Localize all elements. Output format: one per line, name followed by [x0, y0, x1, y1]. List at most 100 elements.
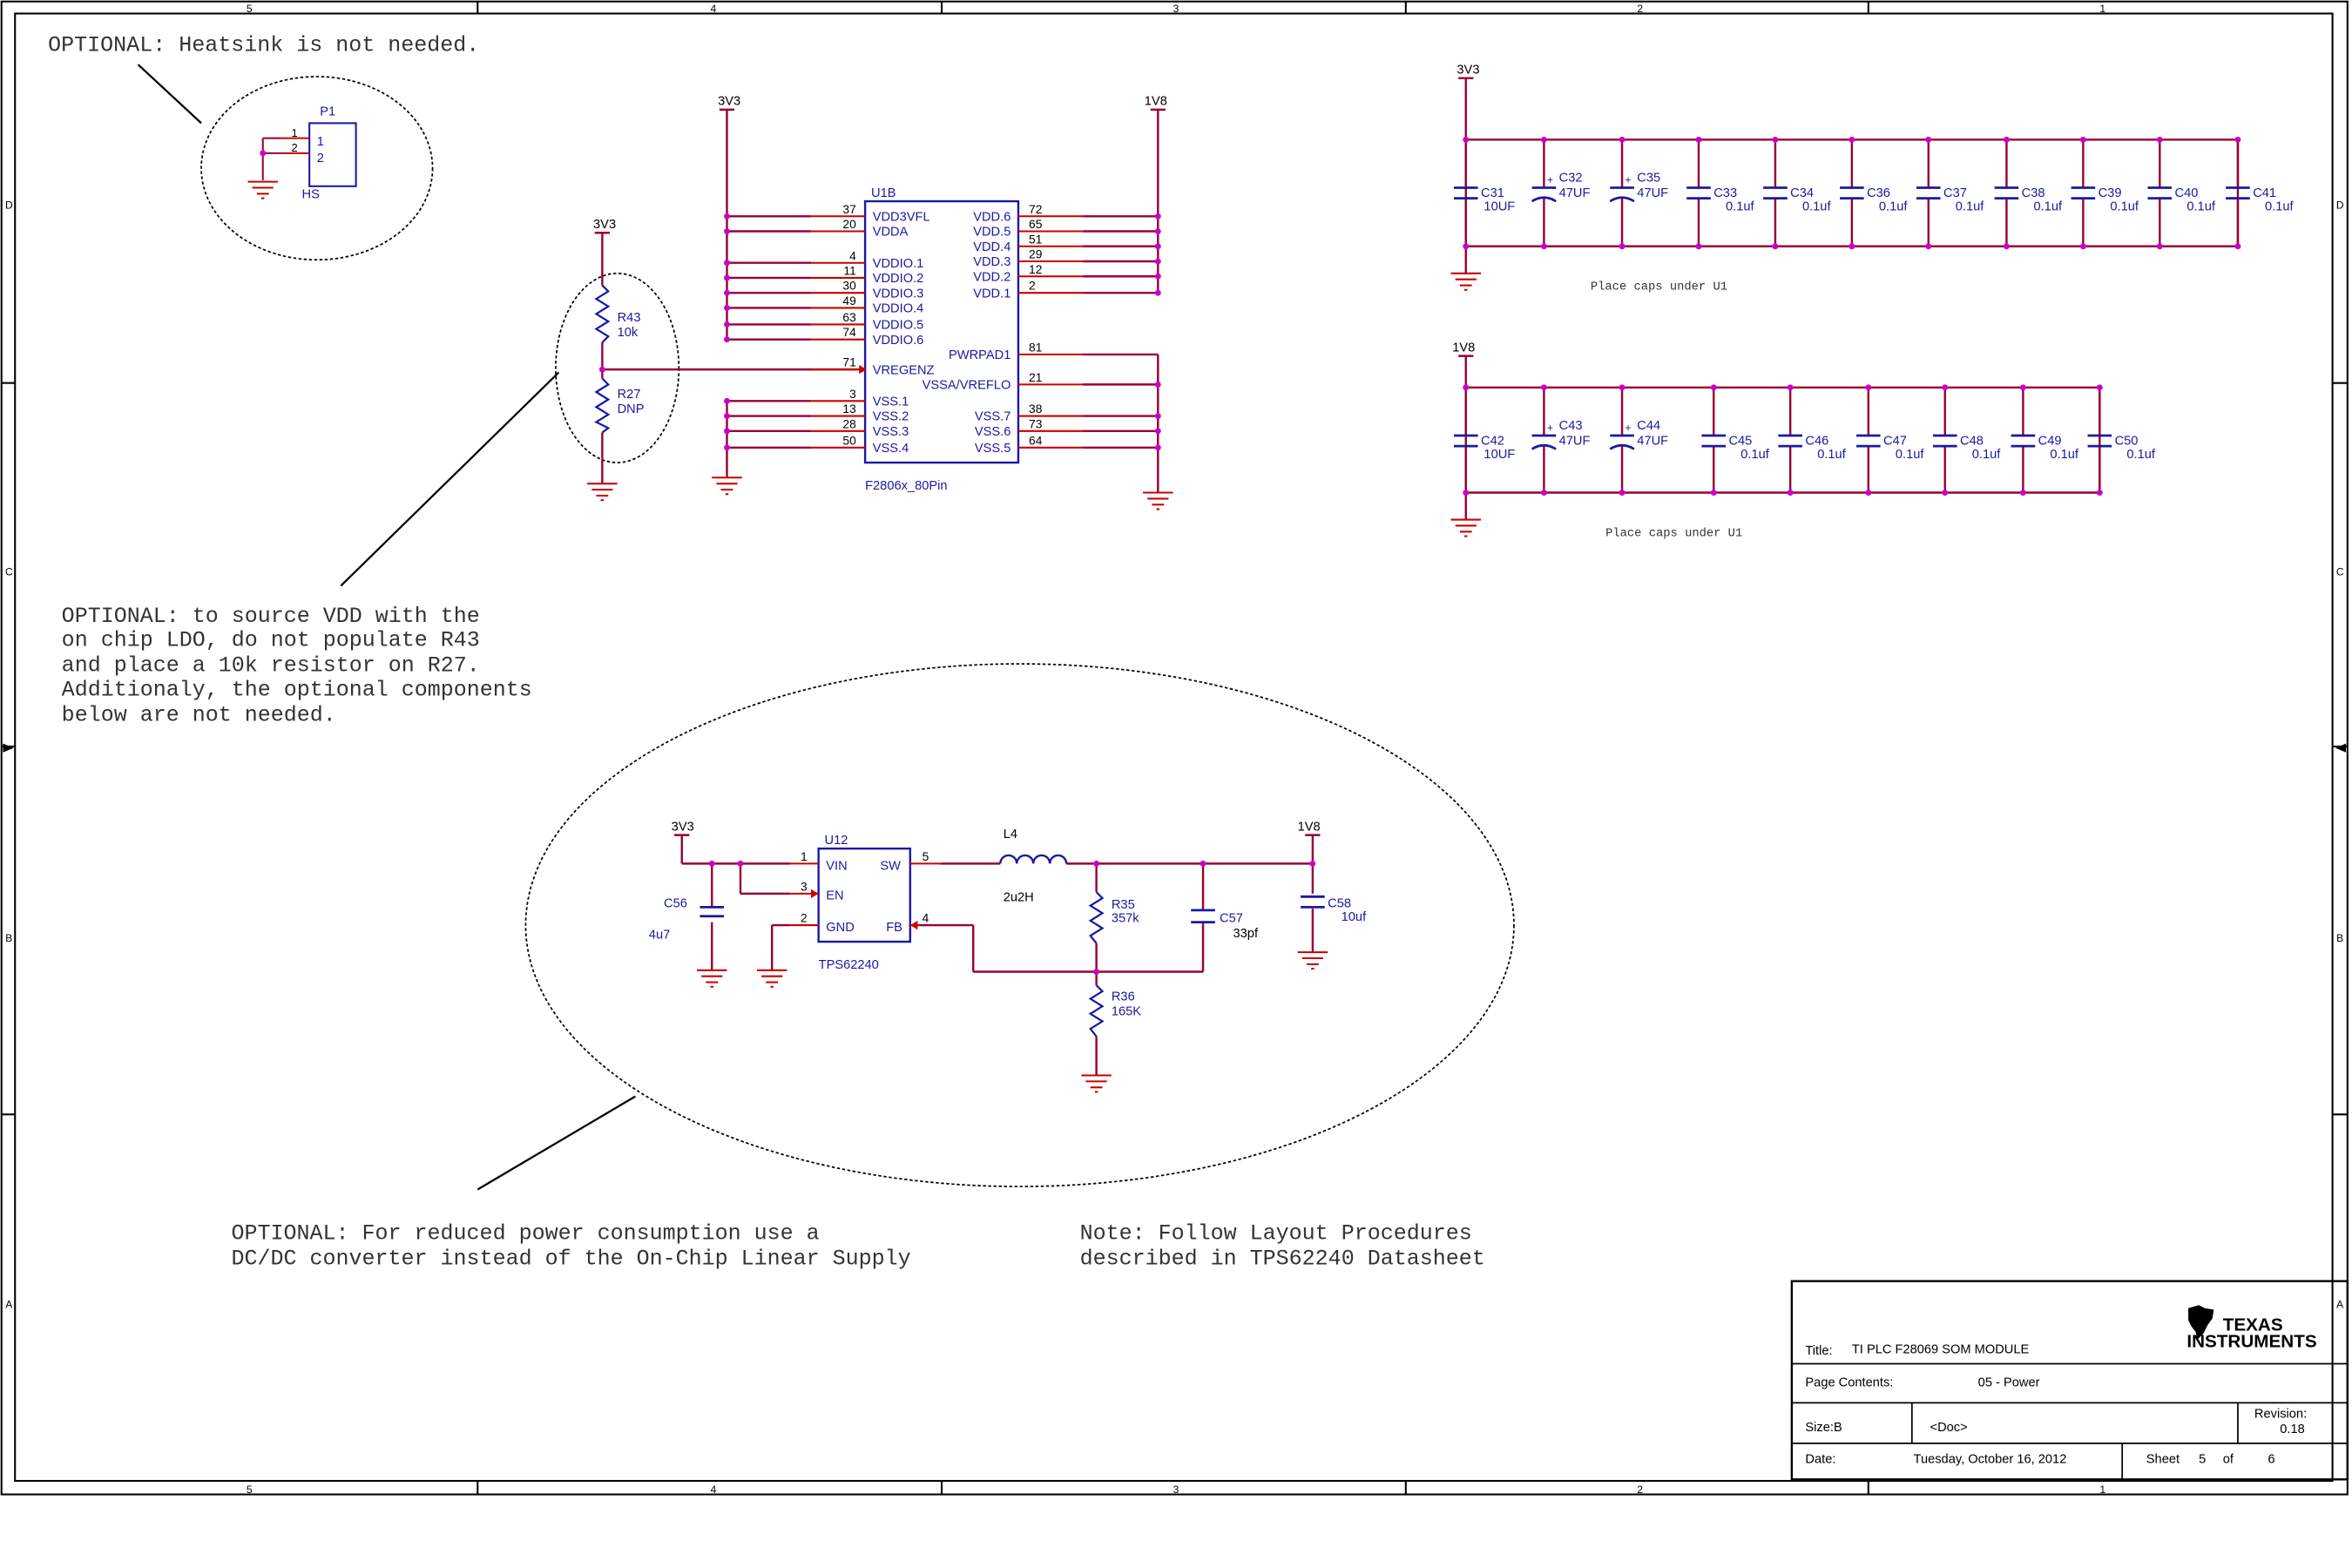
u1b-pin-name: VDD3VFL — [873, 210, 930, 224]
u1b-pin-number: 38 — [1029, 402, 1043, 416]
u1b-pin-number: 51 — [1029, 233, 1042, 246]
ground-icon — [1297, 951, 1328, 970]
note-layout-line: Note: Follow Layout Procedures — [1080, 1220, 1472, 1246]
l4-value: 2u2H — [1004, 890, 1034, 904]
u1b-pin-name: VDDA — [873, 226, 909, 240]
row-letter: A — [2336, 1299, 2344, 1311]
r35-value: 357k — [1112, 912, 1139, 926]
note-ldo-line: below are not needed. — [62, 703, 336, 728]
u1b-pin-number: 30 — [842, 280, 856, 293]
net-3v3-label: 3V3 — [718, 95, 740, 109]
r27-value: DNP — [618, 402, 645, 416]
polarity-plus-icon: + — [1625, 173, 1632, 186]
p1-pin-name: 2 — [317, 152, 324, 166]
net-3v3-label: 3V3 — [1456, 63, 1479, 77]
cap-value: 47UF — [1637, 186, 1668, 200]
cap-value: 0.1uf — [1956, 199, 1984, 213]
u1b-left-pins: 37VDD3VFL20VDDA4VDDIO.111VDDIO.230VDDIO.… — [811, 203, 935, 456]
cap-ref: C37 — [1943, 186, 1967, 200]
ic-u1b: U1B F2806x_80Pin 37VDD3VFL20VDDA4VDDIO.1… — [811, 186, 1084, 493]
size-label: Size:B — [1805, 1421, 1842, 1435]
ground-symbols — [587, 272, 1481, 1093]
c58-value: 10uf — [1342, 910, 1367, 924]
col-number: 1 — [2099, 1484, 2105, 1496]
u12-pin-name: VIN — [826, 859, 847, 873]
cap-ref: C49 — [2038, 434, 2062, 448]
resistor-r35: R35 357k — [1088, 891, 1139, 944]
u1b-value: F2806x_80Pin — [865, 479, 947, 493]
c57-ref: C57 — [1220, 912, 1243, 926]
note-place-caps: Place caps under U1 — [1605, 527, 1742, 541]
u1b-pin-number: 71 — [842, 356, 855, 369]
col-number: 2 — [1637, 1484, 1643, 1496]
u1b-pin-name: VREGENZ — [873, 363, 935, 377]
u12-value: TPS62240 — [819, 958, 879, 972]
u1b-pin-number: 4 — [849, 249, 856, 262]
cap-value: 47UF — [1559, 186, 1591, 200]
u1b-pin-number: 65 — [1029, 218, 1043, 231]
u1b-pin-number: 81 — [1029, 341, 1042, 354]
polarity-plus-icon: + — [1547, 422, 1553, 434]
u1b-pin-number: 11 — [843, 265, 855, 278]
c56-ref: C56 — [664, 896, 687, 910]
u1b-pin-number: 21 — [1029, 371, 1042, 384]
u1b-pin-name: VDDIO.6 — [873, 334, 924, 348]
cap-value: 0.1uf — [2126, 448, 2155, 462]
col-number: 3 — [1173, 1484, 1179, 1496]
date-label: Date: — [1805, 1452, 1835, 1466]
u1b-pin-name: VDD.1 — [973, 287, 1010, 301]
cap-ref: C32 — [1559, 172, 1583, 186]
u1b-pin-number: 73 — [1029, 417, 1043, 430]
u1b-pin-name: VSS.3 — [873, 425, 909, 439]
u1b-pin-number: 2 — [1029, 280, 1036, 293]
p1-value: HS — [302, 188, 321, 202]
u1b-pin-name: VSS.7 — [975, 410, 1011, 424]
sheet-number: 5 — [2199, 1452, 2206, 1466]
inductor-l4: L4 2u2H — [999, 828, 1068, 904]
u12-pin-num: 3 — [801, 880, 808, 893]
connector-p1: P1 HS 1 2 1 2 — [247, 105, 357, 202]
u1b-pin-name: VDD.3 — [973, 255, 1010, 269]
title-block: Title: TI PLC F28069 SOM MODULE Page Con… — [1790, 1280, 2349, 1481]
net-3v3-label: 3V3 — [672, 820, 694, 834]
cap-value: 0.1uf — [1802, 199, 1831, 213]
u1b-pin-name: VDDIO.3 — [873, 287, 924, 301]
cap-ref: C42 — [1481, 434, 1504, 448]
logo-text-bottom: INSTRUMENTS — [2186, 1332, 2316, 1352]
u1b-pin-name: VSS.6 — [975, 425, 1011, 439]
u1b-pin-name: VDD.6 — [973, 210, 1010, 224]
ground-icon — [587, 483, 618, 502]
cap-ref: C39 — [2099, 186, 2122, 200]
of-label: of — [2223, 1452, 2234, 1466]
cap-ref: C47 — [1883, 434, 1907, 448]
row-letter: C — [5, 565, 13, 578]
c58-ref: C58 — [1328, 896, 1351, 910]
u12-ref: U12 — [825, 834, 848, 848]
c56-value: 4u7 — [649, 929, 670, 943]
doc-value: <Doc> — [1930, 1421, 1968, 1435]
frame-markers: 5 4 3 2 1 5 4 3 2 1 D C B A D C B A — [5, 3, 2344, 1496]
logo-text-top: TEXAS — [2223, 1315, 2283, 1335]
u12-pin-name: EN — [826, 889, 843, 903]
u12-pin-num: 4 — [923, 912, 929, 925]
cap-value: 10UF — [1484, 199, 1515, 213]
ground-icon — [1143, 491, 1173, 510]
net-1v8-label: 1V8 — [1145, 95, 1167, 109]
net-1v8-label: 1V8 — [1298, 820, 1321, 834]
cap-ref: C35 — [1637, 172, 1660, 186]
cap-value: 10UF — [1484, 448, 1515, 462]
col-number: 2 — [1637, 3, 1643, 15]
u1b-pin-number: 37 — [842, 203, 855, 216]
polarity-plus-icon: + — [1547, 173, 1553, 186]
heatsink-callout — [200, 76, 434, 261]
u1b-pin-number: 12 — [1029, 263, 1042, 276]
